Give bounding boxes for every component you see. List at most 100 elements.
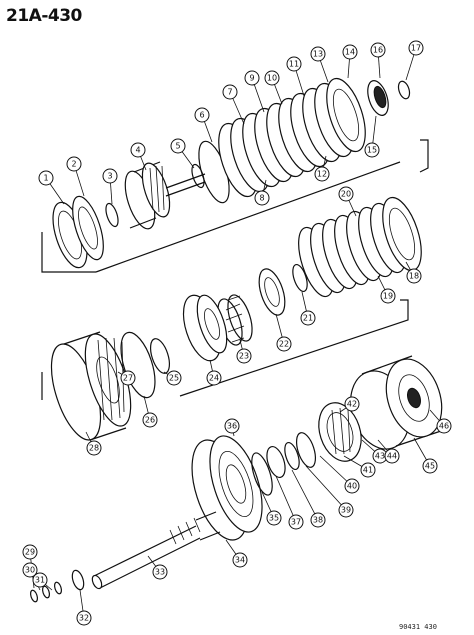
- callout-number: 13: [313, 50, 323, 59]
- callout-number: 34: [235, 556, 245, 565]
- callout-number: 9: [249, 74, 254, 83]
- callout-33: 33: [147, 555, 168, 580]
- retaining-ring: [292, 263, 308, 293]
- callout-24: 24: [206, 359, 222, 386]
- callout-bubble: [276, 336, 292, 352]
- callout-bubble: [22, 562, 38, 578]
- callout-bubble: [66, 156, 82, 172]
- callout-8: 8: [254, 179, 270, 206]
- callout-number: 27: [123, 374, 133, 383]
- callout-bubble: [310, 512, 326, 528]
- output-hub: [191, 435, 273, 541]
- callout-bubble: [360, 462, 376, 478]
- callout-27: 27: [117, 370, 136, 386]
- callout-bubble: [422, 458, 438, 474]
- callout-number: 12: [317, 170, 327, 179]
- callout-bubble: [314, 166, 330, 182]
- callout-5: 5: [170, 138, 195, 169]
- callout-bubble: [406, 268, 422, 284]
- callout-bubble: [310, 46, 326, 62]
- callout-bubble: [380, 288, 396, 304]
- callout-number: 11: [289, 60, 299, 69]
- overrunning-clutch: [318, 402, 362, 462]
- callout-bubble: [264, 70, 280, 86]
- callout-29: 29: [22, 544, 38, 589]
- callout-bubble: [244, 70, 260, 86]
- callout-number: 31: [35, 576, 45, 585]
- callout-bubble: [342, 44, 358, 60]
- callout-39: 39: [305, 465, 354, 518]
- callout-bubble: [222, 84, 238, 100]
- callout-32: 32: [76, 589, 92, 626]
- callout-number: 6: [199, 111, 204, 120]
- callout-number: 41: [363, 466, 373, 475]
- callout-13: 13: [310, 46, 329, 83]
- callout-number: 10: [267, 74, 277, 83]
- upper-assembly: [52, 77, 411, 269]
- callout-number: 4: [135, 146, 140, 155]
- callout-22: 22: [275, 313, 292, 352]
- snap-ring: [105, 202, 119, 228]
- callout-number: 33: [155, 568, 165, 577]
- callout-bubble: [344, 478, 360, 494]
- callout-number: 35: [269, 514, 279, 523]
- callout-number: 38: [313, 516, 323, 525]
- callout-12: 12: [314, 155, 330, 182]
- callout-bubble: [166, 370, 182, 386]
- drawing-code: 90431 430: [399, 623, 437, 631]
- connector-line: [41, 232, 96, 273]
- callout-bubble: [408, 40, 424, 56]
- callout-17: 17: [405, 40, 424, 81]
- callout-bubble: [232, 552, 248, 568]
- callout-4: 4: [130, 142, 147, 171]
- callout-bubble: [152, 564, 168, 580]
- callout-bubble: [286, 56, 302, 72]
- connector-line: [419, 139, 429, 173]
- callout-41: 41: [343, 455, 376, 478]
- callout-number: 37: [291, 518, 301, 527]
- callout-34: 34: [225, 539, 248, 568]
- callout-bubble: [194, 107, 210, 123]
- o-ring: [120, 331, 156, 399]
- callout-7: 7: [222, 84, 245, 125]
- hub-gear: [124, 161, 206, 230]
- callout-number: 46: [439, 422, 449, 431]
- callout-bubble: [224, 418, 240, 434]
- callout-bubble: [120, 370, 136, 386]
- callout-45: 45: [413, 437, 438, 474]
- callout-19: 19: [377, 275, 396, 304]
- callout-number: 2: [71, 160, 76, 169]
- callout-number: 1: [43, 174, 48, 183]
- callout-bubble: [254, 190, 270, 206]
- callout-bubble: [236, 348, 252, 364]
- callout-36: 36: [224, 418, 240, 437]
- callout-number: 42: [347, 400, 357, 409]
- callout-bubble: [384, 448, 400, 464]
- callout-11: 11: [286, 56, 305, 97]
- connector-line: [95, 161, 401, 273]
- callout-number: 40: [347, 482, 357, 491]
- main-shaft: [91, 511, 221, 590]
- callout-number: 36: [227, 422, 237, 431]
- callout-28: 28: [85, 431, 102, 456]
- callout-18: 18: [405, 261, 422, 284]
- callout-31: 31: [32, 572, 53, 591]
- callout-number: 21: [303, 314, 313, 323]
- callout-35: 35: [261, 491, 282, 526]
- callout-number: 19: [383, 292, 393, 301]
- callout-number: 39: [341, 506, 351, 515]
- callout-bubble: [206, 370, 222, 386]
- callout-number: 17: [411, 44, 421, 53]
- callout-number: 28: [89, 444, 99, 453]
- o-ring: [149, 338, 171, 374]
- callout-bubble: [102, 168, 118, 184]
- callout-number: 43: [375, 452, 385, 461]
- callout-number: 18: [409, 272, 419, 281]
- callout-16: 16: [370, 42, 386, 79]
- callout-number: 3: [107, 172, 112, 181]
- callout-number: 24: [209, 374, 219, 383]
- callout-bubble: [364, 142, 380, 158]
- callout-bubble: [338, 186, 354, 202]
